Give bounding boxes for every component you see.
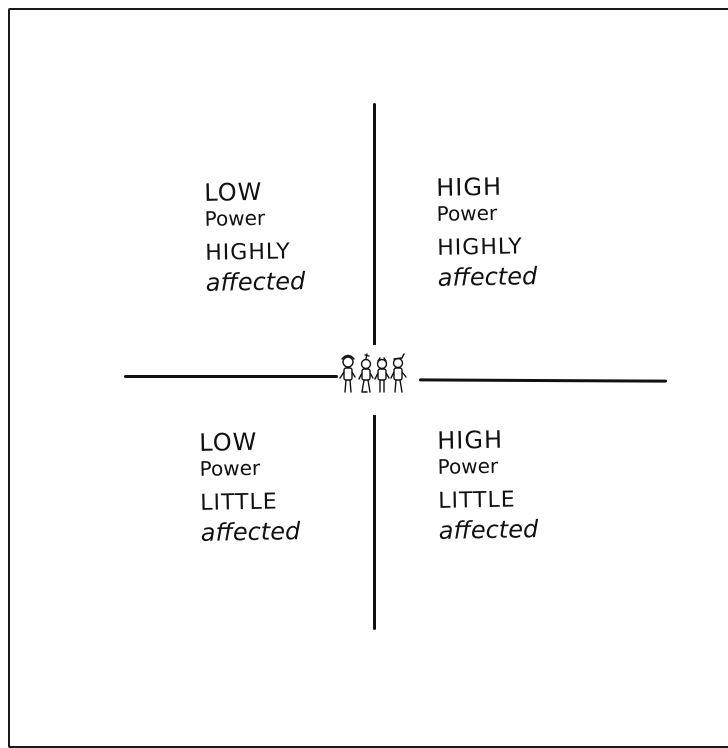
quadrant-bottom-right: HIGH Power LITTLE affected <box>437 427 538 543</box>
quadrant-affected-label: affected <box>201 519 301 545</box>
quadrant-affected-level: HIGHLY <box>205 241 305 265</box>
horizontal-axis-left <box>124 375 338 378</box>
quadrant-affected-level: HIGHLY <box>437 236 537 260</box>
quadrant-top-right: HIGH Power HIGHLY affected <box>436 174 537 290</box>
quadrant-power-label: Power <box>205 207 305 229</box>
quadrant-affected-level: LITTLE <box>200 491 300 515</box>
quadrant-power-level: LOW <box>204 179 304 205</box>
quadrant-power-level: HIGH <box>436 174 536 200</box>
quadrant-power-label: Power <box>200 457 300 479</box>
quadrant-affected-label: affected <box>438 264 538 290</box>
quadrant-affected-level: LITTLE <box>438 489 538 513</box>
quadrant-bottom-left: LOW Power LITTLE affected <box>199 429 300 545</box>
quadrant-power-level: LOW <box>199 429 299 455</box>
quadrant-top-left: LOW Power HIGHLY affected <box>204 179 305 295</box>
quadrant-power-label: Power <box>437 202 537 224</box>
quadrant-power-label: Power <box>438 455 538 477</box>
group-of-people-icon <box>336 350 412 400</box>
quadrant-affected-label: affected <box>206 269 306 295</box>
quadrant-power-level: HIGH <box>437 427 537 453</box>
quadrant-affected-label: affected <box>439 517 539 543</box>
